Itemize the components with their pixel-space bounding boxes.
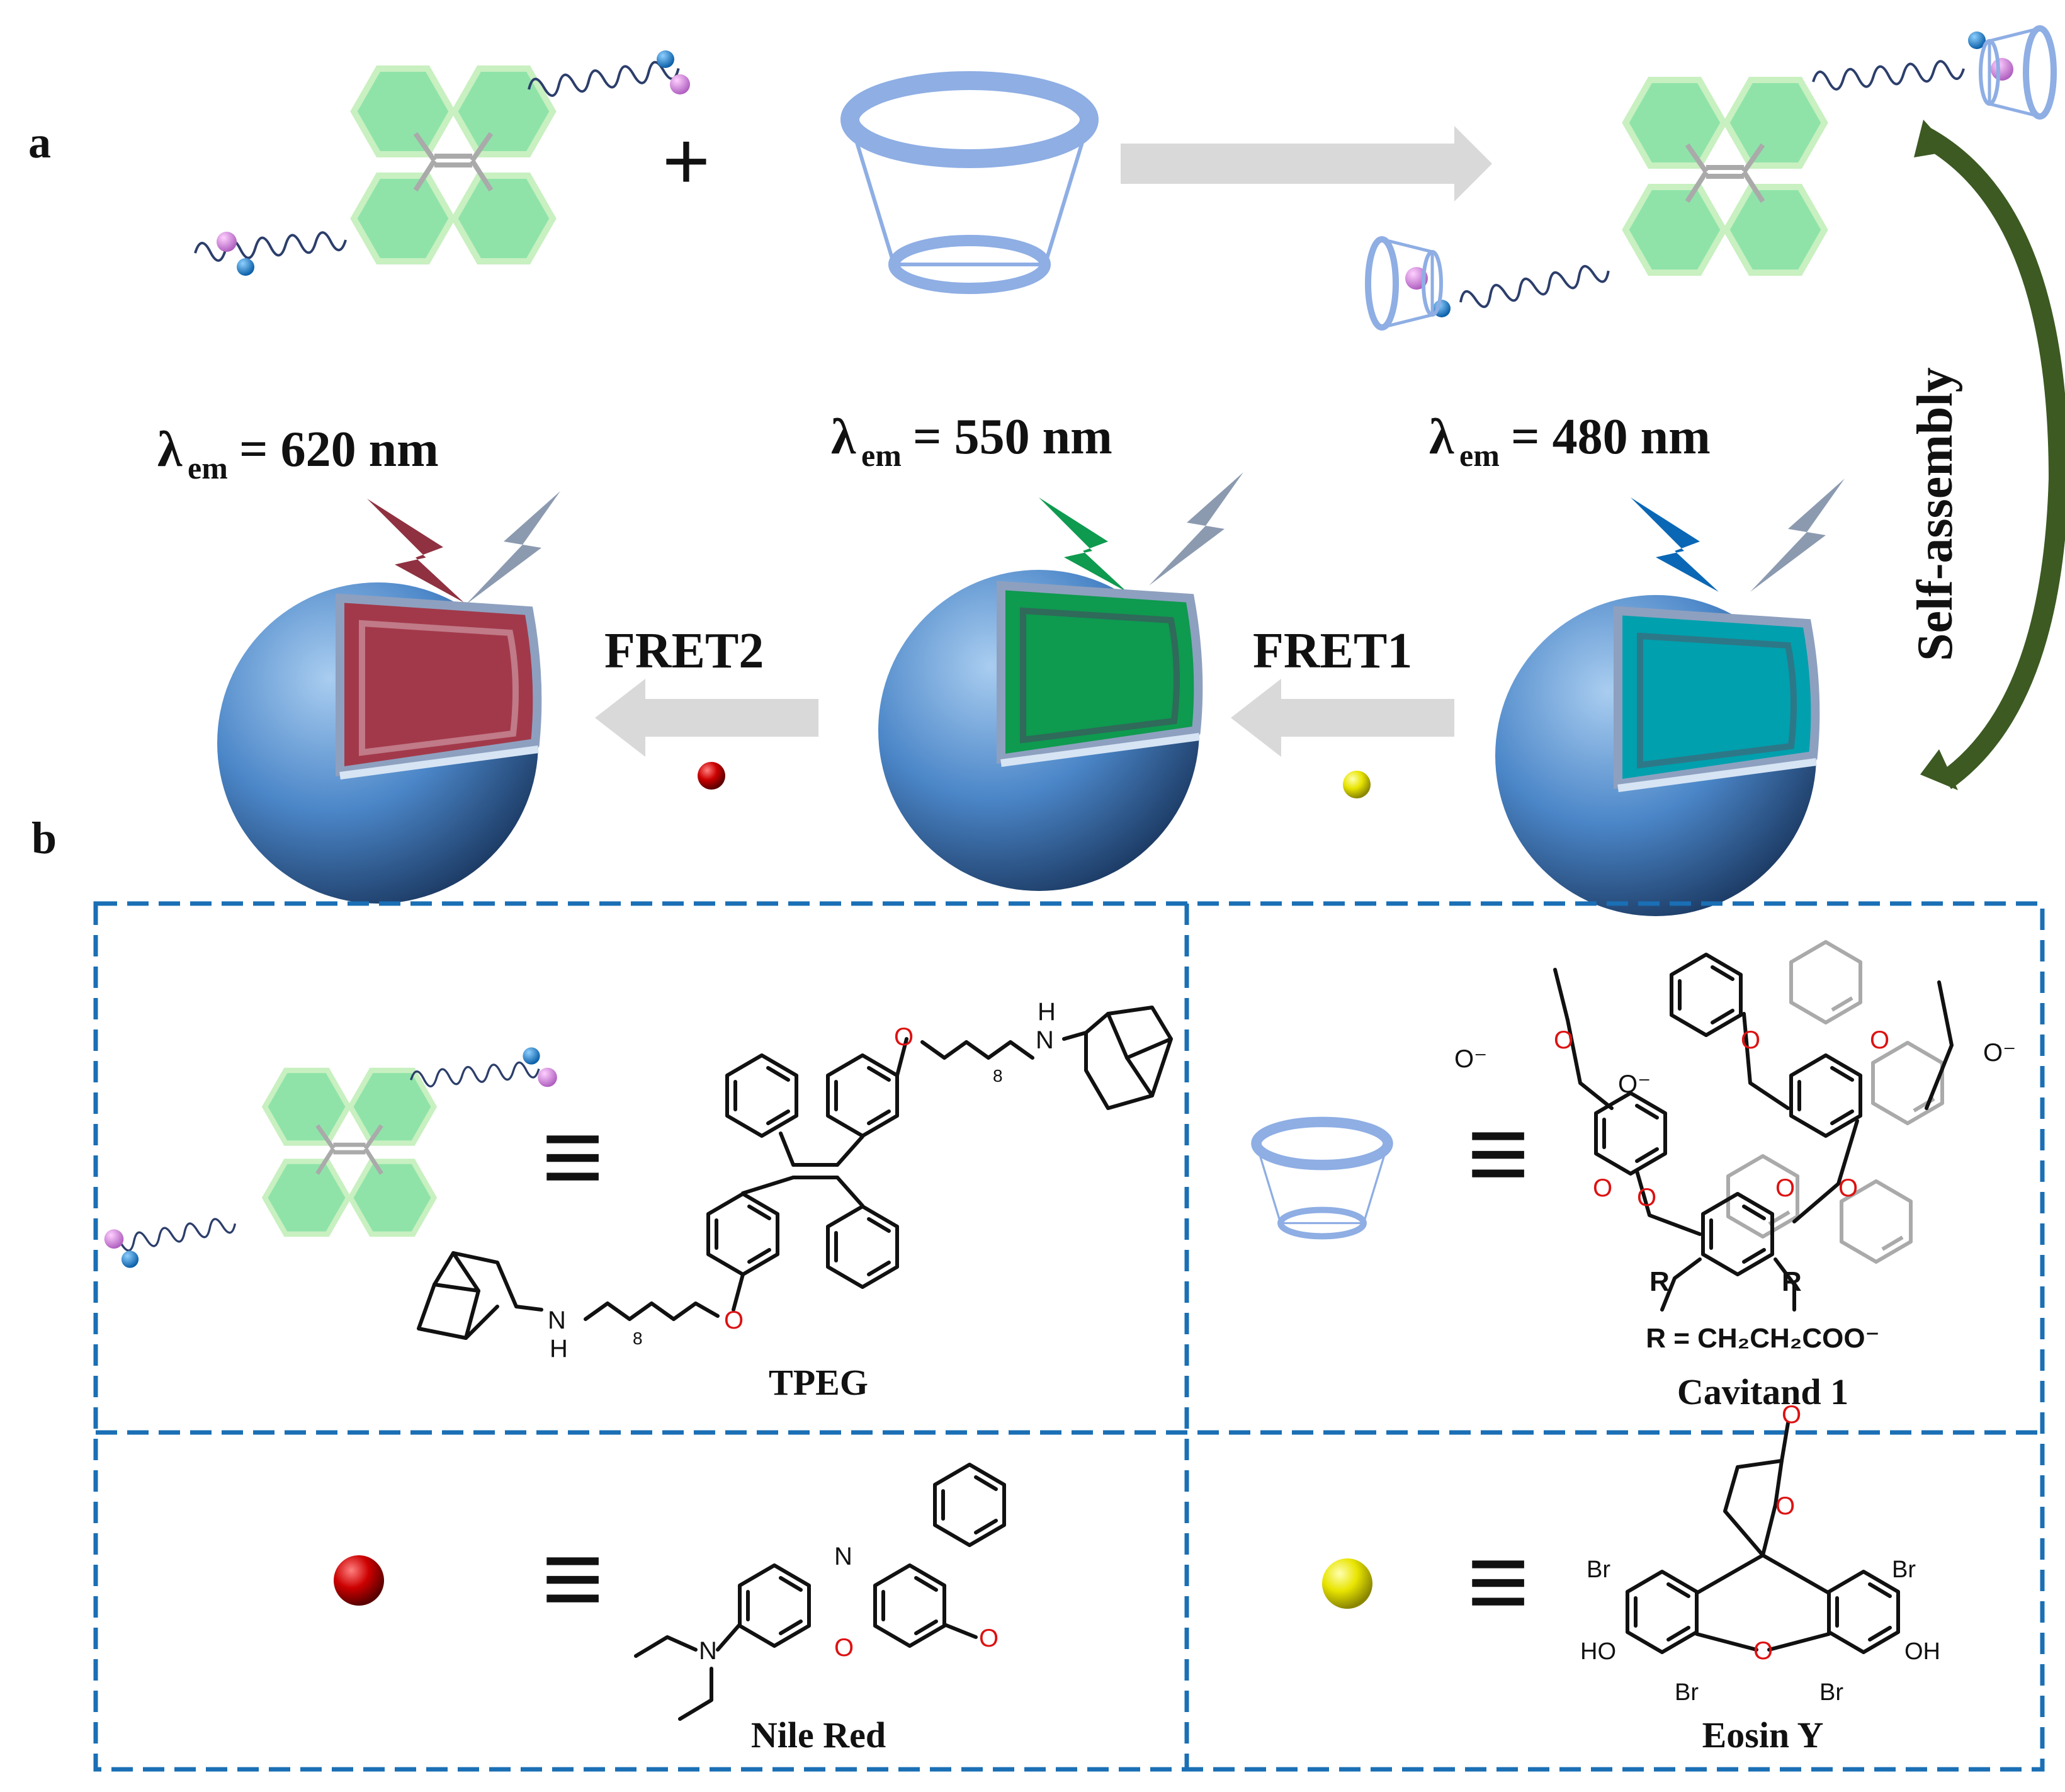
nanoparticle-teal xyxy=(1495,595,1820,916)
excitation-bolt-mid xyxy=(1149,472,1243,586)
host-guest-complex xyxy=(1368,28,2054,327)
svg-text:Br: Br xyxy=(1819,1679,1843,1706)
equiv-nile-red: ≡ xyxy=(541,1519,604,1638)
panel-label-b: b xyxy=(31,813,57,863)
svg-text:O: O xyxy=(1637,1184,1656,1211)
svg-text:Br: Br xyxy=(1675,1679,1699,1706)
svg-text:O: O xyxy=(1838,1174,1858,1202)
plus-sign: + xyxy=(662,115,710,207)
eosin-dot-small xyxy=(1343,771,1371,798)
nile-red-structure: N O O N xyxy=(634,1465,1004,1721)
self-assembly-label: Self-assembly xyxy=(1908,367,1963,661)
svg-text:O: O xyxy=(1554,1026,1573,1054)
svg-text:O: O xyxy=(1782,1401,1801,1429)
svg-text:λ: λ xyxy=(1429,409,1454,465)
eosin-y-label: Eosin Y xyxy=(1702,1715,1824,1755)
nanoparticle-red xyxy=(217,582,542,904)
emission-bolt-blue xyxy=(1631,497,1719,592)
equiv-eosin: ≡ xyxy=(1467,1522,1529,1642)
svg-text:O⁻: O⁻ xyxy=(1983,1039,2016,1067)
svg-text:λ: λ xyxy=(831,409,856,465)
svg-text:O⁻: O⁻ xyxy=(1618,1070,1651,1098)
svg-text:N: N xyxy=(699,1637,717,1665)
svg-text:O: O xyxy=(724,1307,744,1334)
svg-text:O: O xyxy=(1753,1637,1773,1665)
tpeg-cartoon-key xyxy=(104,1047,557,1268)
svg-text:O⁻: O⁻ xyxy=(1454,1045,1487,1073)
svg-text:O: O xyxy=(1775,1492,1795,1520)
eosin-dot-key xyxy=(1322,1558,1372,1609)
tpeg-label: TPEG xyxy=(769,1362,868,1403)
nanoparticle-green xyxy=(878,570,1203,891)
svg-text:Br: Br xyxy=(1892,1557,1916,1583)
equiv-cavitand: ≡ xyxy=(1467,1094,1529,1213)
svg-text:O: O xyxy=(979,1625,999,1652)
fret1-label: FRET1 xyxy=(1253,623,1412,679)
cavitand-r-definition: R = CH₂CH₂COO⁻ xyxy=(1646,1323,1880,1354)
panel-b-frame xyxy=(93,901,2045,1772)
equiv-tpeg: ≡ xyxy=(541,1097,604,1216)
cavitand-label: Cavitand 1 xyxy=(1677,1371,1848,1412)
cavitand-cartoon-key xyxy=(1257,1122,1388,1237)
svg-text:O: O xyxy=(834,1634,854,1662)
eosin-y-structure: O O O Br Br HO OH Br Br xyxy=(1580,1401,1940,1706)
tpeg-structure: O 8 N H O 8 N H xyxy=(417,998,1173,1363)
emission-label-550: λ em = 550 nm xyxy=(831,409,1112,473)
cavitand-structure: O O O O O O O O⁻ O⁻ O⁻ R R xyxy=(1454,942,2016,1312)
excitation-bolt-right xyxy=(1750,479,1845,592)
panel-label-a: a xyxy=(28,117,51,167)
svg-text:= 550 nm: = 550 nm xyxy=(913,409,1112,465)
assembly-arrow xyxy=(1121,126,1492,201)
svg-text:em: em xyxy=(188,450,228,485)
svg-text:λ: λ xyxy=(157,422,183,477)
fret1-arrow xyxy=(1231,679,1454,757)
self-assembly-arrow xyxy=(1918,126,2065,790)
svg-text:N: N xyxy=(834,1543,852,1570)
fret2-label: FRET2 xyxy=(604,623,764,679)
excitation-bolt-left xyxy=(466,491,560,604)
nile-red-label: Nile Red xyxy=(751,1715,886,1755)
nile-red-dot-key xyxy=(334,1555,384,1606)
svg-text:8: 8 xyxy=(633,1329,643,1348)
svg-text:N: N xyxy=(1036,1026,1054,1054)
svg-text:O: O xyxy=(1775,1174,1795,1202)
fret2-arrow xyxy=(595,679,818,757)
svg-text:H: H xyxy=(1038,998,1056,1026)
tpeg-cartoon-free xyxy=(193,50,690,276)
nile-red-dot-small xyxy=(698,762,725,790)
emission-label-480: λ em = 480 nm xyxy=(1429,409,1711,473)
svg-text:H: H xyxy=(550,1335,568,1363)
svg-text:R: R xyxy=(1782,1266,1802,1297)
svg-text:Br: Br xyxy=(1587,1557,1610,1583)
svg-text:O: O xyxy=(894,1023,914,1051)
svg-text:O: O xyxy=(1870,1026,1889,1054)
svg-text:OH: OH xyxy=(1904,1638,1940,1665)
cavitand-cartoon xyxy=(850,81,1089,288)
svg-text:R: R xyxy=(1649,1266,1670,1297)
svg-text:em: em xyxy=(861,438,902,473)
emission-label-620: λ em = 620 nm xyxy=(157,422,439,485)
svg-text:O: O xyxy=(1593,1174,1612,1202)
svg-text:= 620 nm: = 620 nm xyxy=(239,422,439,477)
svg-text:HO: HO xyxy=(1580,1638,1616,1665)
svg-text:= 480 nm: = 480 nm xyxy=(1511,409,1711,465)
svg-text:8: 8 xyxy=(993,1066,1003,1086)
svg-text:O: O xyxy=(1741,1026,1760,1054)
svg-text:em: em xyxy=(1459,438,1500,473)
svg-text:N: N xyxy=(548,1307,566,1334)
